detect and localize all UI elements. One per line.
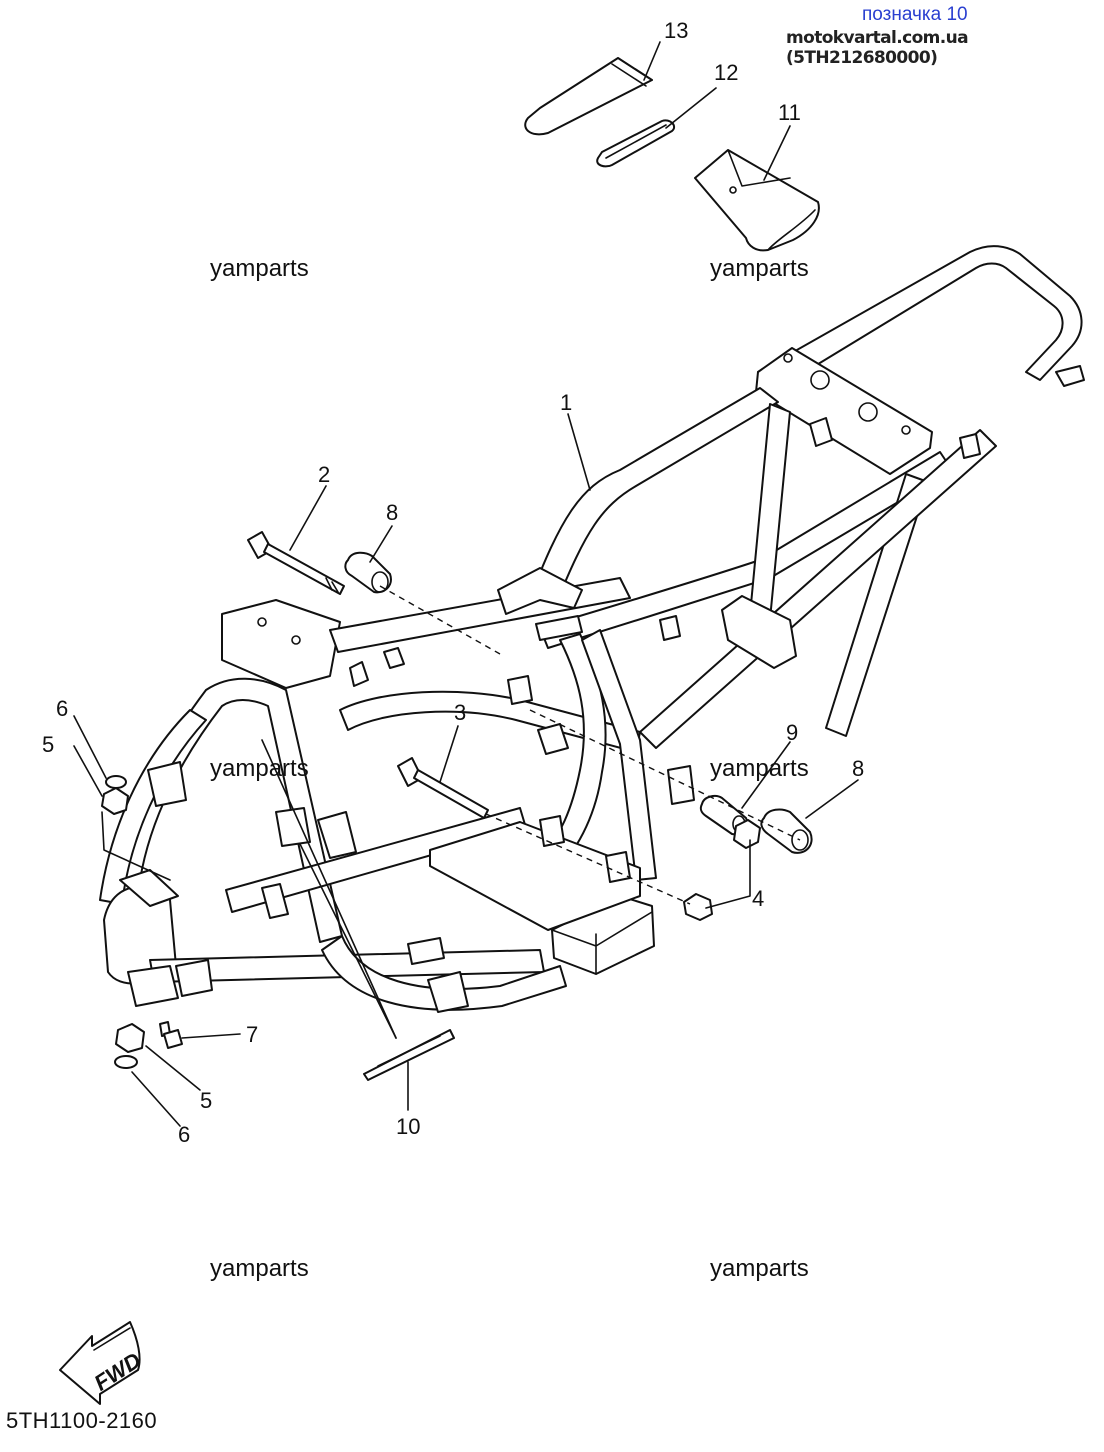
callout-13: 13 — [664, 18, 688, 43]
callout-2: 2 — [318, 462, 330, 487]
callout-11: 11 — [778, 100, 801, 125]
part-2-bolt — [247, 531, 345, 595]
watermark: yamparts — [710, 755, 809, 782]
part-5-cap-upper — [101, 787, 129, 815]
header-label: позначка 10 — [862, 4, 968, 25]
header-source: motokvartal.com.ua (5TH212680000) — [786, 28, 969, 68]
callout-8-upper: 8 — [386, 500, 398, 525]
callout-5-lower: 5 — [200, 1088, 212, 1113]
fwd-arrow: FWD — [59, 1321, 145, 1405]
part-5-cap-lower — [115, 1023, 145, 1053]
axis-line-lower — [485, 813, 691, 905]
part-8-collar-lower — [760, 808, 813, 854]
watermark: yamparts — [710, 1255, 809, 1282]
callout-1: 1 — [560, 390, 572, 415]
part-3-bolt — [397, 757, 489, 819]
part-4-nut-upper — [733, 819, 761, 849]
watermark: yamparts — [210, 1255, 309, 1282]
axis-line-middle — [529, 709, 801, 841]
callout-8-lower: 8 — [852, 756, 864, 781]
callout-12: 12 — [714, 60, 738, 85]
part-7-bolt — [159, 1021, 183, 1049]
watermark: yamparts — [710, 255, 809, 282]
callout-6-upper: 6 — [56, 696, 68, 721]
part-11-bag — [694, 149, 820, 252]
part-12-band — [596, 119, 676, 168]
part-4-nut-lower — [683, 893, 713, 921]
watermark: yamparts — [210, 255, 309, 282]
part-13-strap — [524, 57, 653, 136]
callout-7: 7 — [246, 1022, 258, 1047]
callout-4: 4 — [752, 886, 764, 911]
axis-line-upper — [379, 585, 501, 655]
callout-5-upper: 5 — [42, 732, 54, 757]
callout-9: 9 — [786, 720, 798, 745]
frame-part-1 — [99, 245, 1085, 1013]
part-8-collar-upper — [344, 551, 392, 594]
callout-3: 3 — [454, 700, 466, 725]
part-10-plate — [363, 1029, 455, 1081]
drawing-code: 5TH1100-2160 — [6, 1408, 158, 1433]
watermark: yamparts — [210, 755, 309, 782]
part-6-ring-lower — [114, 1055, 138, 1069]
leader-lines — [73, 41, 859, 1127]
part-6-ring-upper — [105, 775, 127, 789]
callout-6-lower: 6 — [178, 1122, 190, 1147]
callout-10: 10 — [396, 1114, 420, 1139]
